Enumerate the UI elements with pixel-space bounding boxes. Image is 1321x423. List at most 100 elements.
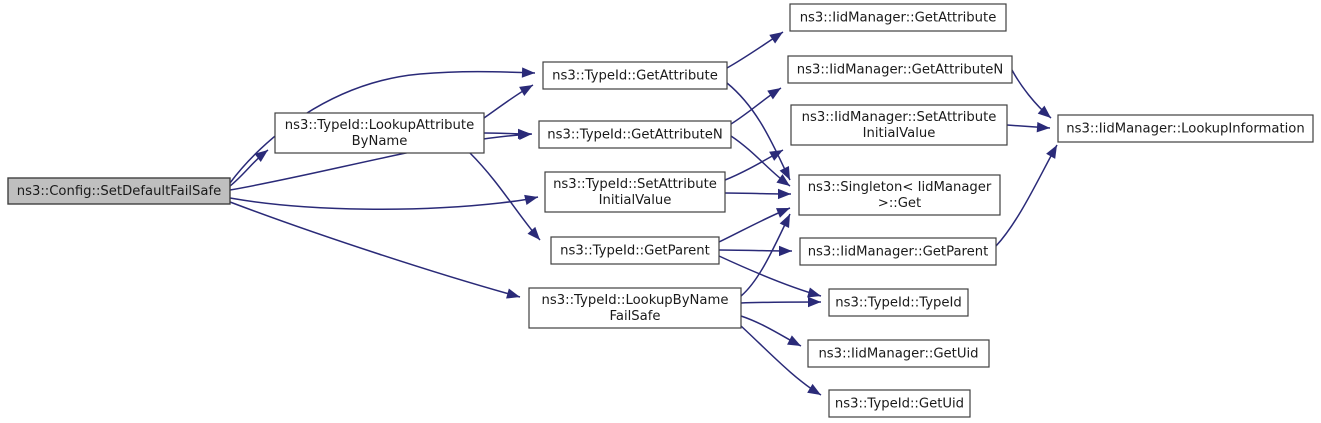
call-graph-node[interactable]: ns3::IidManager::GetUid	[807, 339, 990, 368]
call-edge	[229, 149, 269, 187]
node-label-line: ns3::TypeId::SetAttribute	[553, 177, 717, 192]
node-box[interactable]	[828, 389, 971, 418]
call-edge	[740, 213, 791, 297]
node-box[interactable]	[542, 61, 728, 90]
edge-arrowhead	[524, 194, 538, 206]
call-graph-node[interactable]: ns3::TypeId::GetAttributeN	[538, 120, 732, 149]
call-graph-node[interactable]: ns3::IidManager::GetAttribute	[789, 3, 1007, 32]
call-graph-node[interactable]: ns3::TypeId::TypeId	[828, 288, 969, 317]
node-box[interactable]	[799, 237, 997, 266]
node-box[interactable]	[550, 236, 720, 265]
call-graph-node[interactable]: ns3::IidManager::GetAttributeN	[787, 55, 1013, 84]
node-label-line: ns3::TypeId::GetAttribute	[552, 69, 718, 84]
node-box[interactable]	[798, 174, 1001, 216]
call-graph-node-root[interactable]: ns3::Config::SetDefaultFailSafe	[7, 177, 231, 205]
call-edge	[718, 207, 791, 243]
call-edge	[483, 128, 532, 140]
node-box[interactable]	[790, 104, 1008, 146]
node-label-line: ns3::IidManager::GetUid	[818, 347, 978, 362]
edge-arrowhead	[778, 245, 792, 257]
node-box[interactable]	[528, 287, 742, 329]
edge-arrowhead	[769, 150, 783, 161]
call-edge	[726, 31, 784, 69]
node-box[interactable]	[544, 171, 726, 213]
call-edge	[718, 255, 822, 298]
edge-arrowhead	[1046, 145, 1057, 159]
edge-arrowhead	[769, 32, 783, 44]
node-label: ns3::IidManager::GetAttribute	[800, 11, 997, 26]
node-box[interactable]	[807, 339, 990, 368]
node-label-line: ByName	[352, 134, 408, 149]
edge-arrowhead	[777, 188, 791, 200]
call-graph-node[interactable]: ns3::IidManager::LookupInformation	[1057, 114, 1314, 143]
node-label: ns3::IidManager::GetUid	[818, 347, 978, 362]
call-edge	[483, 84, 534, 119]
node-box[interactable]	[1057, 114, 1314, 143]
call-edge	[740, 325, 822, 396]
edge-arrowhead	[775, 208, 790, 218]
call-graph-node[interactable]: ns3::TypeId::GetUid	[828, 389, 971, 418]
node-box[interactable]	[828, 288, 969, 317]
call-edge	[469, 152, 541, 241]
nodes-layer: ns3::Config::SetDefaultFailSafens3::Type…	[7, 3, 1314, 418]
call-edge	[726, 82, 791, 181]
call-edge	[740, 315, 802, 347]
edge-arrowhead	[1037, 105, 1051, 118]
node-label: ns3::IidManager::GetParent	[808, 245, 989, 260]
node-label-line: ns3::IidManager::LookupInformation	[1066, 122, 1304, 137]
node-box[interactable]	[274, 112, 485, 154]
call-edge	[724, 188, 792, 200]
node-label: ns3::TypeId::TypeId	[835, 296, 962, 311]
edge-arrowhead	[517, 128, 531, 140]
edge-arrowhead	[527, 226, 540, 240]
call-edge	[724, 149, 784, 181]
node-label: ns3::TypeId::GetAttribute	[552, 69, 718, 84]
node-label: ns3::IidManager::LookupInformation	[1066, 122, 1304, 137]
node-label-line: InitialValue	[599, 193, 672, 208]
call-graph-node[interactable]: ns3::TypeId::GetParent	[550, 236, 720, 265]
edge-arrowhead	[521, 67, 535, 78]
node-label: ns3::Singleton< IidManager>::Get	[808, 180, 992, 211]
call-edge	[718, 245, 793, 257]
call-edge	[229, 201, 521, 299]
edge-arrowhead	[787, 335, 801, 346]
node-label: ns3::TypeId::GetAttributeN	[547, 128, 723, 143]
node-label-line: ns3::TypeId::GetParent	[560, 244, 710, 259]
call-edge	[995, 144, 1058, 247]
call-graph-node[interactable]: ns3::Singleton< IidManager>::Get	[798, 174, 1001, 216]
call-edge	[730, 87, 782, 125]
node-box[interactable]	[538, 120, 732, 149]
node-box[interactable]	[7, 177, 231, 205]
node-label-line: InitialValue	[863, 126, 936, 141]
node-label-line: ns3::Singleton< IidManager	[808, 180, 992, 195]
call-graph-node[interactable]: ns3::IidManager::GetParent	[799, 237, 997, 266]
edge-arrowhead	[776, 174, 790, 186]
node-label-line: ns3::TypeId::GetAttributeN	[547, 128, 723, 143]
call-edge	[1006, 121, 1051, 133]
edge-arrowhead	[779, 214, 790, 228]
node-label-line: ns3::IidManager::GetAttributeN	[797, 63, 1004, 78]
edge-arrowhead	[254, 150, 268, 162]
call-edge	[1011, 69, 1052, 119]
edge-arrowhead	[519, 85, 533, 96]
node-label-line: ns3::TypeId::LookupAttribute	[285, 118, 474, 133]
node-label-line: ns3::Config::SetDefaultFailSafe	[17, 184, 222, 199]
node-label: ns3::Config::SetDefaultFailSafe	[17, 184, 222, 199]
node-label-line: FailSafe	[610, 309, 661, 324]
edge-arrowhead	[506, 288, 520, 299]
edge-arrowhead	[807, 296, 821, 308]
node-box[interactable]	[787, 55, 1013, 84]
node-label-line: ns3::TypeId::GetUid	[835, 397, 964, 412]
node-box[interactable]	[789, 3, 1007, 32]
call-graph-node[interactable]: ns3::TypeId::GetAttribute	[542, 61, 728, 90]
